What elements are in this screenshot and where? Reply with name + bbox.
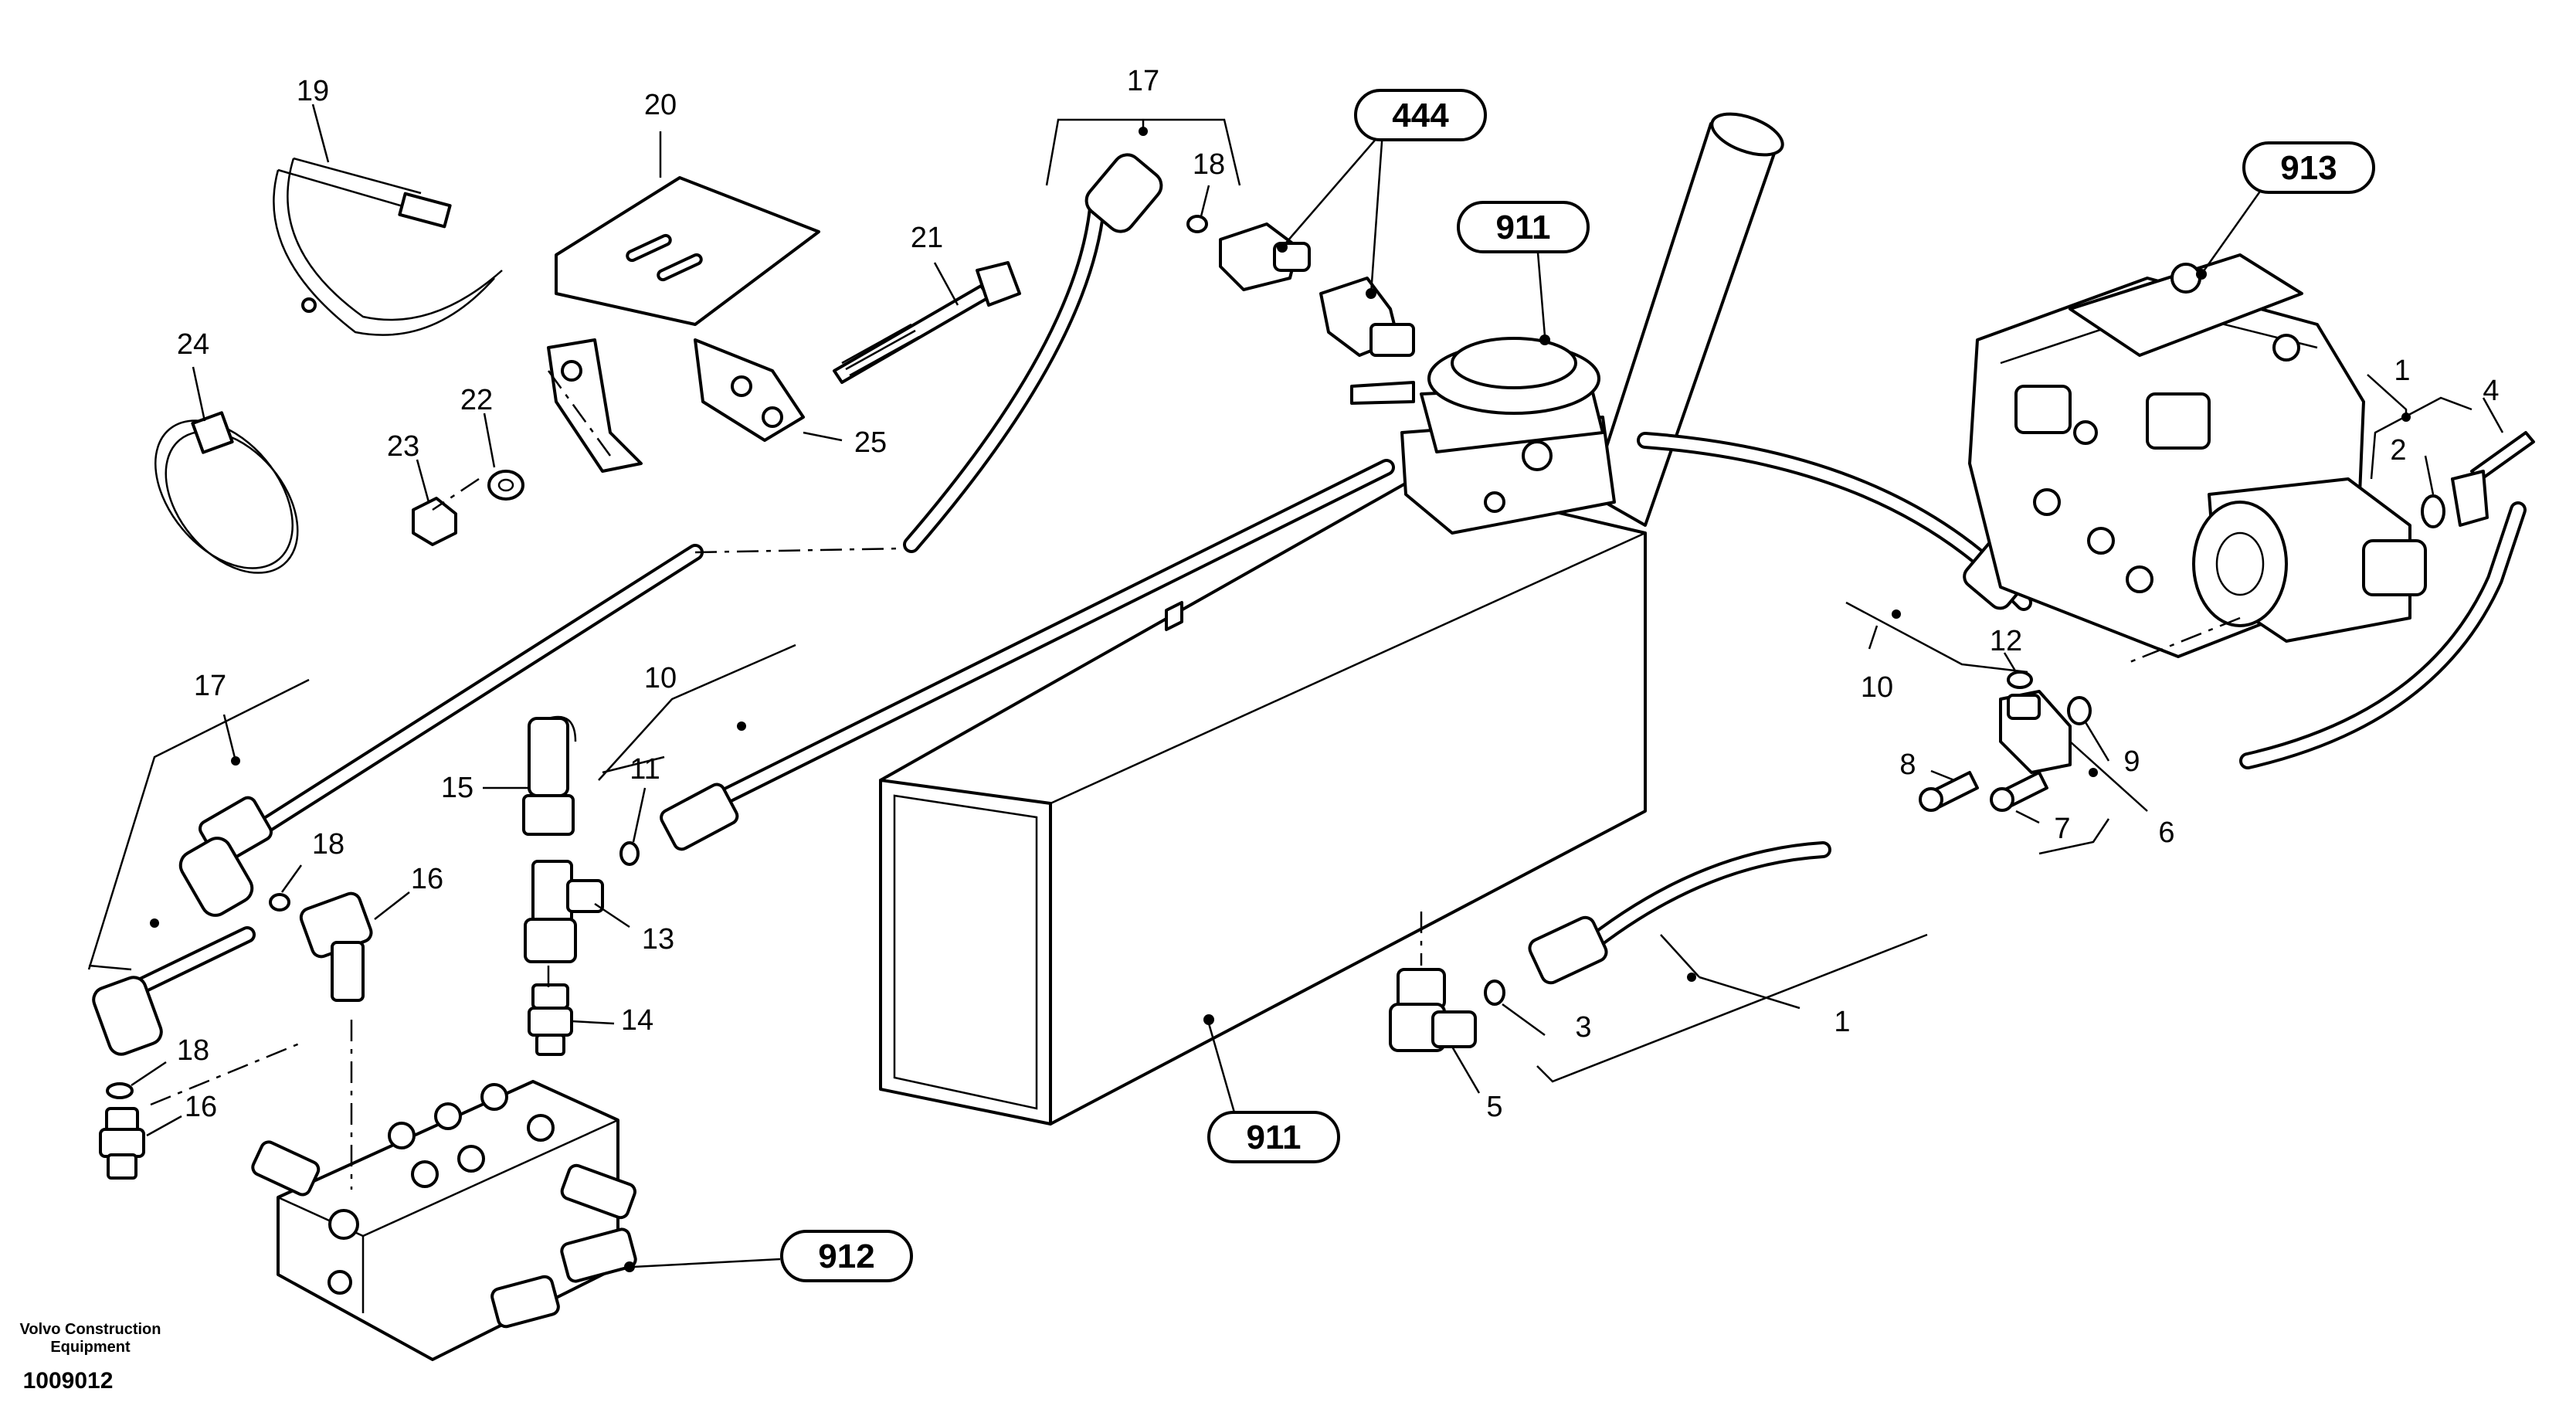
coupling-15 [522, 715, 577, 836]
callout-912-text: 912 [818, 1238, 874, 1275]
label-12: 12 [1990, 625, 2022, 657]
label-19: 19 [297, 75, 329, 107]
oring-12 [2007, 671, 2033, 689]
clamp-24 [154, 411, 299, 574]
leader-lines [87, 104, 2504, 1268]
label-20: 20 [644, 89, 677, 121]
bolt-21 [833, 261, 1021, 384]
label-10-mid: 10 [644, 662, 677, 694]
oring-18-left-b [106, 1082, 134, 1099]
strap-19 [273, 157, 503, 336]
footer: Volvo Construction Equipment 1009012 [20, 1321, 161, 1394]
leader-dots [150, 127, 2411, 1272]
callout-913: 913 [2242, 141, 2375, 194]
label-4: 4 [2483, 375, 2499, 407]
flange-6 [1999, 690, 2072, 774]
label-16-left-a: 16 [411, 863, 443, 895]
callout-444: 444 [1354, 89, 1487, 141]
label-2: 2 [2390, 434, 2406, 467]
label-18-left-b: 18 [177, 1034, 209, 1067]
centre-lines [150, 370, 2241, 1190]
label-22: 22 [460, 384, 493, 416]
label-1-bottom: 1 [1834, 1006, 1850, 1038]
label-18-top: 18 [1193, 148, 1225, 181]
callout-911-top: 911 [1457, 201, 1590, 253]
label-13: 13 [642, 923, 674, 956]
document-number: 1009012 [23, 1368, 114, 1394]
brand-line-2: Equipment [50, 1339, 131, 1356]
washer-22 [487, 470, 524, 501]
oring-3 [1484, 980, 1505, 1006]
control-valve-912 [251, 1080, 637, 1361]
label-3: 3 [1575, 1011, 1591, 1044]
fittings-444 [1219, 222, 1415, 357]
callout-444-text: 444 [1392, 97, 1449, 134]
adaptor-16-b [99, 1107, 145, 1180]
flange-1-right [2451, 470, 2489, 527]
oring-18-left-a [269, 893, 290, 912]
callout-912: 912 [780, 1230, 913, 1282]
label-24: 24 [177, 328, 209, 361]
oring-18-top [1186, 215, 1208, 233]
oring-2 [2421, 494, 2445, 528]
label-5: 5 [1486, 1091, 1502, 1123]
tee-13 [524, 860, 604, 963]
callout-913-text: 913 [2280, 149, 2337, 187]
label-11: 11 [630, 753, 660, 786]
label-18-left-a: 18 [312, 828, 344, 861]
callout-911-bottom: 911 [1207, 1111, 1340, 1163]
oring-11 [619, 841, 640, 866]
bolt-8 [1919, 771, 1979, 812]
part-labels: 19 20 24 21 22 23 25 17 18 17 18 16 18 1… [177, 65, 2500, 1123]
label-10-right: 10 [1861, 671, 1893, 704]
label-14: 14 [621, 1004, 653, 1037]
bracket-20 [547, 176, 820, 473]
label-25: 25 [854, 426, 887, 459]
label-1-right: 1 [2394, 355, 2410, 387]
label-7: 7 [2054, 813, 2070, 845]
label-9: 9 [2123, 745, 2140, 778]
label-21: 21 [911, 222, 943, 254]
label-17-left: 17 [194, 670, 226, 702]
pump-913 [1968, 253, 2427, 658]
hoses [127, 169, 2527, 997]
brand-line-1: Volvo Construction [20, 1321, 161, 1338]
tank-filter-assembly [1350, 337, 1616, 535]
label-17-top: 17 [1127, 65, 1159, 97]
label-8: 8 [1899, 749, 1916, 781]
callout-911-bottom-text: 911 [1247, 1119, 1302, 1156]
filler-tube [1590, 112, 1784, 527]
label-15: 15 [441, 772, 473, 804]
hydraulic-tank [879, 477, 1647, 1126]
bolt-7 [1990, 771, 2048, 812]
label-16-left-b: 16 [185, 1091, 217, 1123]
oring-9 [2067, 696, 2092, 725]
label-6: 6 [2158, 817, 2174, 849]
callout-911-top-text: 911 [1496, 209, 1551, 246]
elbow-16-a [299, 891, 373, 1002]
nut-23 [412, 497, 457, 546]
elbow-5 [1389, 968, 1477, 1052]
nipple-14 [528, 983, 573, 1056]
label-23: 23 [387, 430, 419, 463]
